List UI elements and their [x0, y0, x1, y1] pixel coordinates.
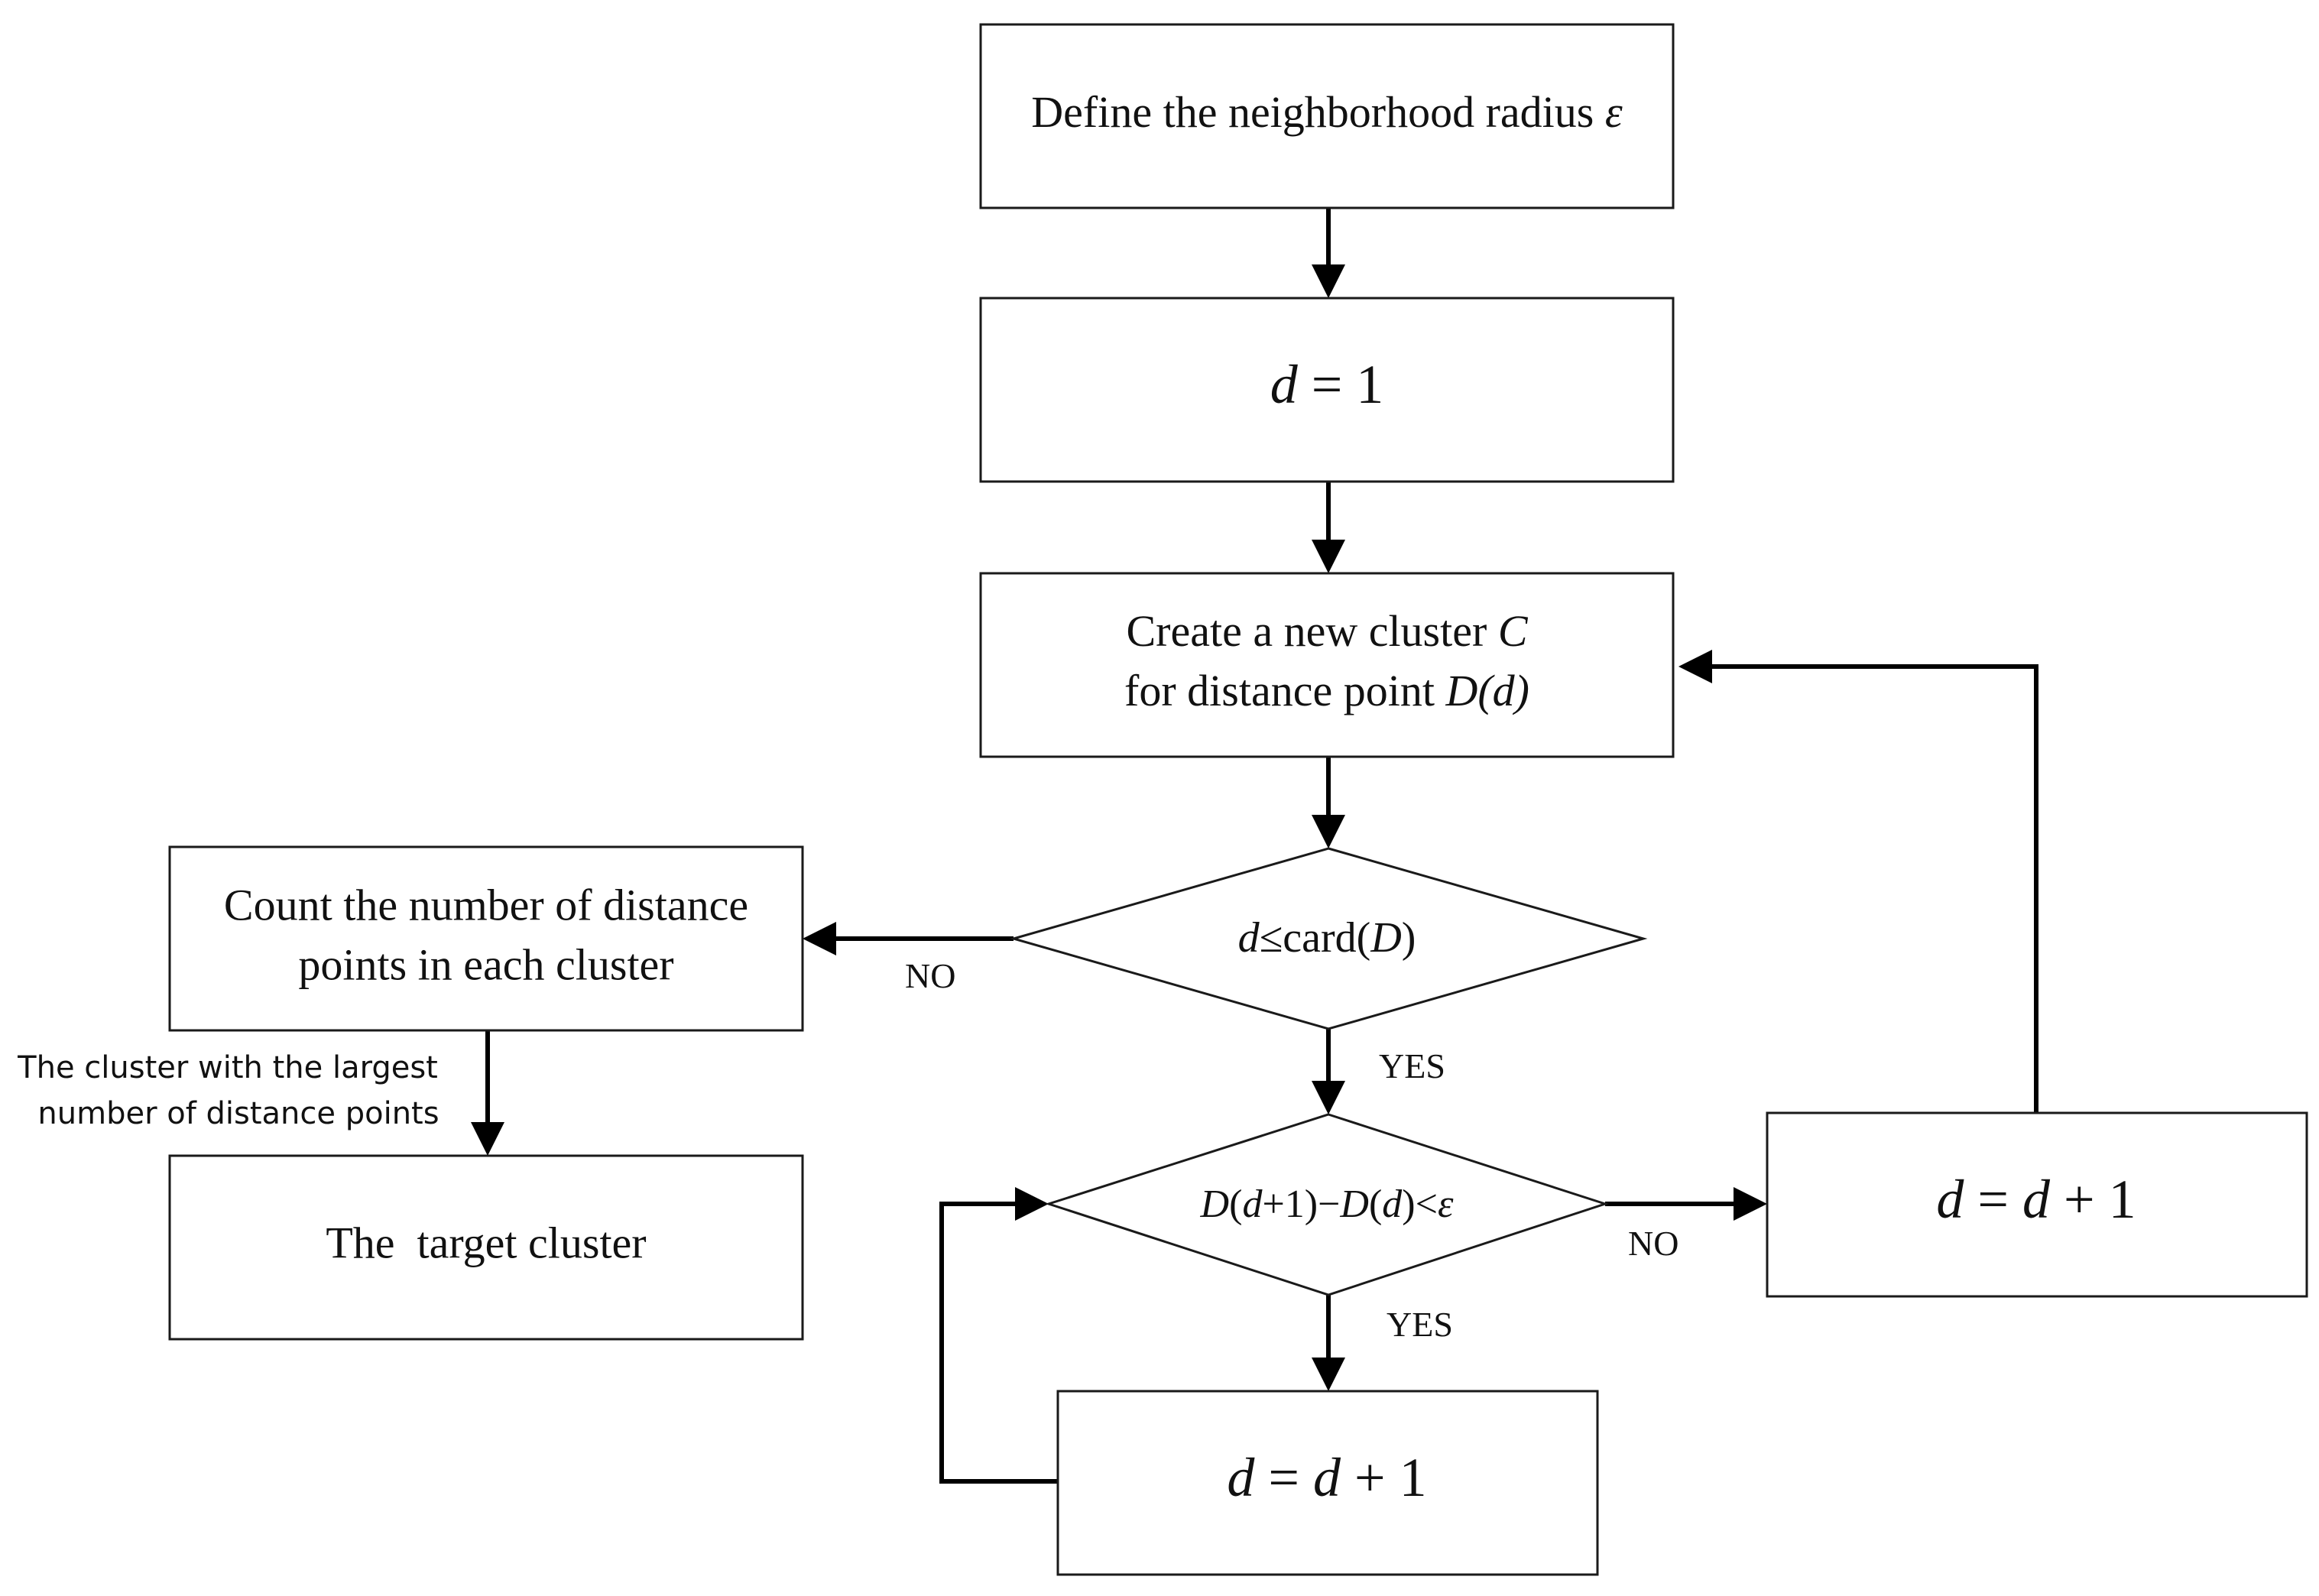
- node-init-d: d = 1: [979, 297, 1675, 483]
- svg-text:Create a new cluster C: Create a new cluster C: [1126, 606, 1528, 656]
- arrowhead-define-to-init: [1312, 264, 1345, 298]
- decision-d-le-card: d≤card(D): [1009, 847, 1648, 1030]
- svg-text:d≤card(D): d≤card(D): [1238, 914, 1416, 962]
- node-create-cluster: Create a new cluster C for distance poin…: [979, 572, 1675, 758]
- svg-text:d = 1: d = 1: [1270, 354, 1384, 415]
- node-target-cluster: The target cluster: [168, 1154, 804, 1341]
- node-count-points: Count the number of distance points in e…: [168, 845, 804, 1032]
- label-card-no: NO: [905, 956, 955, 995]
- decision-distance-diff: D(d+1)−D(d)<ε: [1045, 1113, 1609, 1296]
- arrowhead-init-to-create: [1312, 540, 1345, 573]
- svg-text:D(d+1)−D(d)<ε: D(d+1)−D(d)<ε: [1200, 1182, 1454, 1226]
- arrowhead-create-to-card: [1312, 815, 1345, 848]
- loop-bottom-increment-to-diff: [939, 1202, 1058, 1484]
- svg-text:for distance point D(d): for distance point D(d): [1124, 666, 1529, 715]
- arrowhead-diff-to-increment-bottom: [1312, 1358, 1345, 1391]
- node-increment-bottom: d = d + 1: [1056, 1390, 1599, 1576]
- count-points-line2: points in each cluster: [298, 939, 673, 989]
- arrowhead-loop-to-diff: [1015, 1187, 1049, 1221]
- arrowhead-loop-to-create: [1678, 650, 1712, 683]
- label-largest-cluster-line2: number of distance points: [37, 1096, 439, 1131]
- svg-text:d = d + 1: d = d + 1: [1227, 1447, 1426, 1508]
- label-diff-no: NO: [1628, 1224, 1678, 1263]
- arrowhead-diff-to-increment-right: [1734, 1187, 1767, 1221]
- svg-text:Define the neighborhood radius: Define the neighborhood radius ε: [1031, 87, 1623, 137]
- svg-text:d = d + 1: d = d + 1: [1936, 1169, 2136, 1230]
- arrowhead-count-to-target: [471, 1122, 504, 1156]
- arrowhead-card-to-count: [803, 922, 836, 955]
- arrowhead-card-to-diff: [1312, 1081, 1345, 1114]
- target-cluster-text: The target cluster: [326, 1218, 646, 1267]
- node-define-radius: Define the neighborhood radius ε: [979, 23, 1675, 209]
- loop-right-increment-to-create: [1709, 664, 2038, 1113]
- label-diff-yes: YES: [1387, 1305, 1453, 1344]
- count-points-line1: Count the number of distance: [224, 880, 748, 929]
- node-increment-right: d = d + 1: [1766, 1111, 2308, 1298]
- connectors: [471, 208, 2038, 1484]
- label-card-yes: YES: [1379, 1046, 1445, 1085]
- label-largest-cluster-line1: The cluster with the largest: [17, 1050, 438, 1085]
